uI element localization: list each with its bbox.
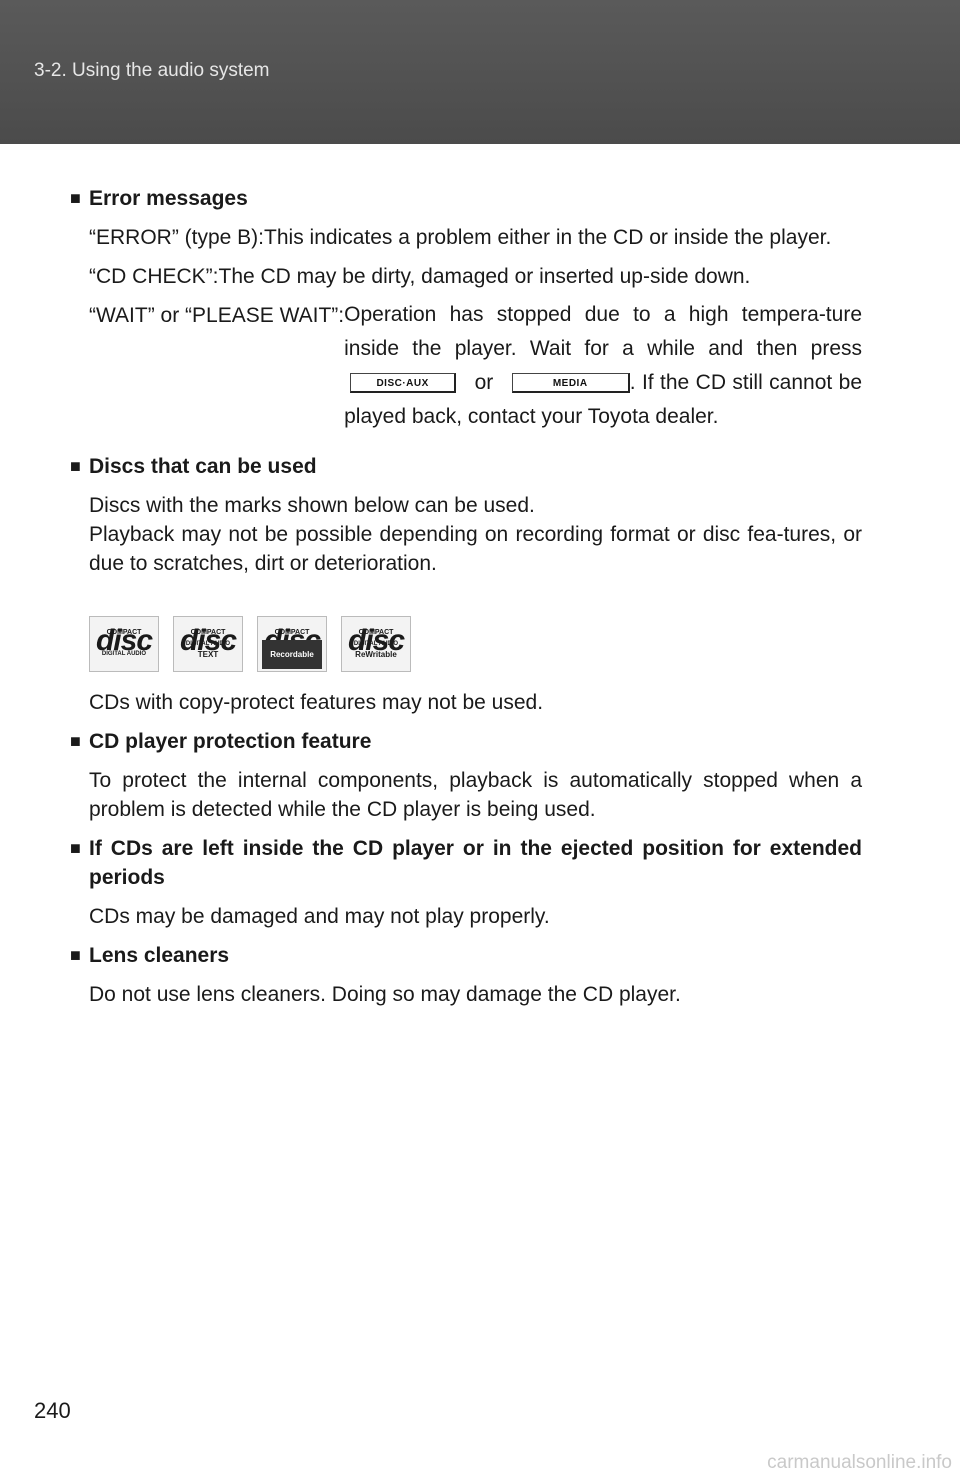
entry-desc: The CD may be dirty, damaged or inserted… <box>218 265 751 288</box>
entry-desc-part: Operation has stopped due to a high temp… <box>344 303 862 360</box>
main-content: ■ Error messages “ERROR” (type B): This … <box>70 184 862 1009</box>
bullet-icon: ■ <box>70 188 81 208</box>
heading-text: Lens cleaners <box>89 944 230 967</box>
discs-heading: ■ Discs that can be used <box>70 452 862 481</box>
logo-bottom-text: DIGITAL AUDIO <box>185 641 231 647</box>
logo-top-text: COMPACT <box>106 629 142 636</box>
logo-variant-text: ReWritable <box>355 650 397 659</box>
logo-bottom-text: DIGITAL AUDIO <box>353 641 399 647</box>
logo-disc-text: disc <box>95 624 153 657</box>
logo-variant-text: TEXT <box>197 650 219 659</box>
lens-cleaners-paragraph: Do not use lens cleaners. Doing so may d… <box>89 983 681 1006</box>
protection-heading: ■ CD player protection feature <box>70 727 862 756</box>
page-number: 240 <box>34 1398 71 1423</box>
error-entry-wait: “WAIT” or “PLEASE WAIT”: Operation has s… <box>70 301 862 434</box>
lens-cleaners-heading: ■ Lens cleaners <box>70 941 862 970</box>
entry-term: “WAIT” or “PLEASE WAIT”: <box>89 304 345 327</box>
left-inside-paragraph: CDs may be damaged and may not play prop… <box>89 905 550 928</box>
section-title: 3-2. Using the audio system <box>34 60 270 81</box>
heading-text: CD player protection feature <box>89 730 372 753</box>
logo-disc-text: disc <box>179 624 237 657</box>
logo-bottom-text: DIGITAL AUDIO <box>101 651 147 657</box>
disc-logos: COMPACT disc DIGITAL AUDIO COMPACT disc … <box>70 616 862 672</box>
bullet-icon: ■ <box>70 838 81 858</box>
entry-term: “CD CHECK”: <box>89 265 219 288</box>
disc-aux-button-image: DISC·AUX <box>350 373 457 394</box>
bullet-icon: ■ <box>70 731 81 751</box>
discs-paragraph-1: Discs with the marks shown below can be … <box>89 494 535 517</box>
discs-paragraph-3: CDs with copy-protect features may not b… <box>89 691 544 714</box>
entry-desc-part: . If the CD still cannot be played back,… <box>344 371 863 428</box>
logo-variant-text: Recordable <box>262 640 322 669</box>
left-inside-heading: ■ If CDs are left inside the CD player o… <box>70 834 862 892</box>
media-button-image: MEDIA <box>511 373 630 394</box>
page-header: 3-2. Using the audio system <box>0 0 960 144</box>
error-entry-cd-check: “CD CHECK”: The CD may be dirty, damaged… <box>70 262 862 291</box>
bullet-icon: ■ <box>70 945 81 965</box>
error-entry-error-type-b: “ERROR” (type B): This indicates a probl… <box>70 223 862 252</box>
watermark: carmanualsonline.info <box>767 1452 952 1473</box>
discs-paragraph-2: Playback may not be possible depending o… <box>89 523 862 575</box>
entry-term: “ERROR” (type B): <box>89 226 265 249</box>
protection-paragraph: To protect the internal components, play… <box>89 769 862 821</box>
entry-desc: This indicates a problem either in the C… <box>264 226 832 249</box>
logo-top-text: COMPACT <box>190 629 226 636</box>
error-messages-heading: ■ Error messages <box>70 184 862 213</box>
compact-disc-text-logo: COMPACT disc DIGITAL AUDIO TEXT <box>173 616 243 672</box>
entry-desc: Operation has stopped due to a high temp… <box>344 298 862 434</box>
heading-text: If CDs are left inside the CD player or … <box>89 837 862 889</box>
compact-disc-rewritable-logo: COMPACT disc DIGITAL AUDIO ReWritable <box>341 616 411 672</box>
bullet-icon: ■ <box>70 456 81 476</box>
compact-disc-digital-audio-logo: COMPACT disc DIGITAL AUDIO <box>89 616 159 672</box>
entry-desc-or: or <box>474 371 494 394</box>
logo-top-text: COMPACT <box>274 629 310 636</box>
compact-disc-recordable-logo: COMPACT disc DIGITAL AUDIO Recordable <box>257 616 327 672</box>
heading-text: Discs that can be used <box>89 455 317 478</box>
logo-top-text: COMPACT <box>358 629 394 636</box>
logo-disc-text: disc <box>347 624 405 657</box>
heading-text: Error messages <box>89 187 248 210</box>
